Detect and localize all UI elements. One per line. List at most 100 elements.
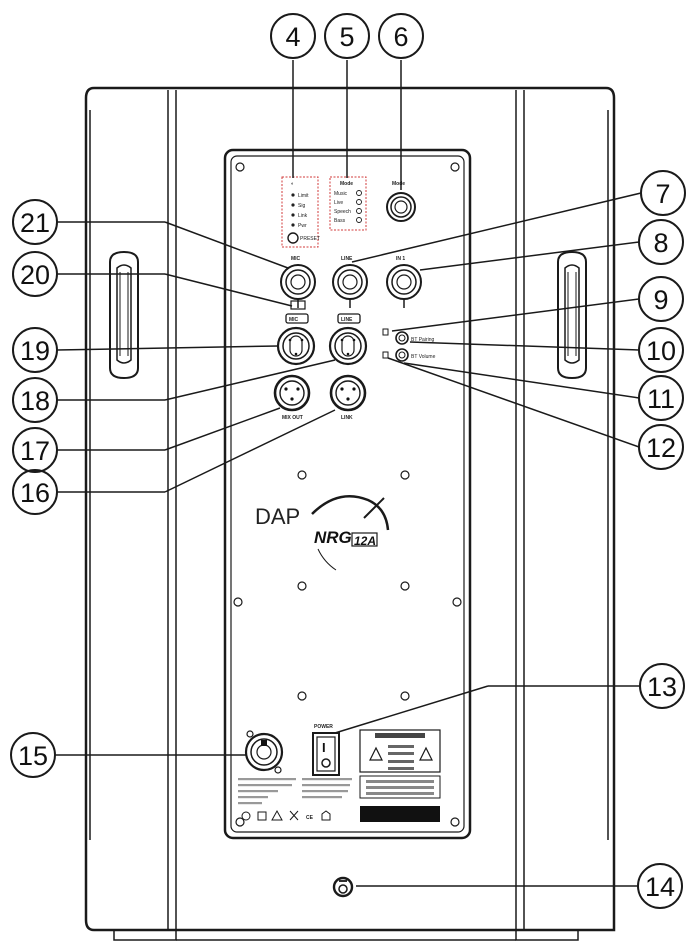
link-xlr[interactable]: LINK <box>329 374 367 421</box>
callout-5: 5 <box>324 13 370 59</box>
callout-21: 21 <box>12 199 58 245</box>
mode-led-music <box>356 190 362 196</box>
led-label-link: Link <box>298 213 308 219</box>
svg-text:18: 18 <box>20 386 50 416</box>
svg-text:17: 17 <box>20 436 50 466</box>
bt-volume-label: BT Volume <box>411 354 436 360</box>
power-label: POWER <box>314 724 333 730</box>
callout-14: 14 <box>637 863 683 909</box>
svg-text:20: 20 <box>20 260 50 290</box>
logo-brand: DAP <box>255 504 300 529</box>
svg-text:6: 6 <box>393 22 408 52</box>
cabinet <box>84 86 616 941</box>
callout-12: 12 <box>638 424 684 470</box>
logo-model: 12A <box>354 534 376 548</box>
led-link <box>291 213 295 217</box>
barcode-label <box>360 806 440 822</box>
led-label-signal: Sig <box>298 203 305 209</box>
led-label-power: Pwr <box>298 223 307 229</box>
power-switch[interactable]: POWER I <box>312 724 340 776</box>
callouts: 4 5 6 7 8 9 10 11 <box>10 13 686 909</box>
mode-label-speech: Speech <box>334 209 351 215</box>
bt-volume-knob[interactable] <box>395 348 409 362</box>
left-handle <box>109 250 139 380</box>
callout-15: 15 <box>10 732 56 778</box>
input1-gain-knob[interactable]: IN 1 <box>386 256 422 308</box>
svg-text:8: 8 <box>653 228 668 258</box>
svg-text:13: 13 <box>647 672 677 702</box>
callout-10: 10 <box>638 327 684 373</box>
callout-20: 20 <box>12 251 58 297</box>
right-handle <box>557 250 587 380</box>
preset-button[interactable] <box>287 232 299 244</box>
svg-text:12: 12 <box>646 433 676 463</box>
mode-led-speech <box>356 208 362 214</box>
mode-indicators: Mode Music Live Speech Bass <box>329 176 367 231</box>
callout-4: 4 <box>270 13 316 59</box>
callout-8: 8 <box>638 219 684 265</box>
svg-text:19: 19 <box>20 336 50 366</box>
mix-out-xlr[interactable]: MIX OUT <box>273 374 311 421</box>
bt-pairing-label: BT Pairing <box>411 337 434 343</box>
bt-pairing-led <box>382 328 389 336</box>
dap-nrg-logo: DAP NRG 12A <box>255 494 390 571</box>
led-label-limit: Limit <box>298 193 309 199</box>
svg-text:14: 14 <box>645 872 675 902</box>
link-label: LINK <box>341 415 353 421</box>
line-combo-label: LINE <box>341 317 353 323</box>
svg-text:4: 4 <box>285 22 300 52</box>
led-power <box>291 223 295 227</box>
input1-knob-label: IN 1 <box>396 256 405 262</box>
svg-text:9: 9 <box>653 285 668 315</box>
bt-volume-led <box>382 351 389 359</box>
mic-gain-knob[interactable]: MIC <box>280 256 316 308</box>
leader-lines <box>55 60 642 887</box>
mix-out-label: MIX OUT <box>282 415 303 421</box>
led-limit <box>291 193 295 197</box>
mic-knob-label: MIC <box>291 256 301 262</box>
mode-label-live: Live <box>334 200 343 206</box>
svg-text:16: 16 <box>20 478 50 508</box>
certification-marks: CE <box>241 809 331 821</box>
bt-pairing-button[interactable] <box>395 331 409 345</box>
led-indicators: ◐ Limit Sig Link Pwr PRESET <box>281 176 320 248</box>
svg-text:21: 21 <box>20 208 50 238</box>
safety-eye-fitting <box>332 876 354 898</box>
svg-text:◐: ◐ <box>291 181 294 187</box>
callout-6: 6 <box>378 13 424 59</box>
callout-19: 19 <box>12 327 58 373</box>
svg-text:CE: CE <box>306 815 314 821</box>
svg-text:10: 10 <box>646 336 676 366</box>
svg-text:5: 5 <box>339 22 354 52</box>
svg-text:11: 11 <box>647 384 675 414</box>
callout-16: 16 <box>12 469 58 515</box>
spec-text-block <box>238 778 352 805</box>
mic-combo-input[interactable]: MIC <box>276 313 316 366</box>
power-on-symbol: I <box>322 740 326 755</box>
mode-knob-label: Mode <box>392 181 405 187</box>
bluetooth-controls: BT Pairing BT Volume <box>382 328 436 362</box>
callout-13: 13 <box>639 663 685 709</box>
callout-11: 11 <box>638 375 684 421</box>
line-knob-label: LINE <box>341 256 353 262</box>
mode-label-bass: Bass <box>334 218 346 224</box>
callout-9: 9 <box>638 276 684 322</box>
callout-17: 17 <box>12 427 58 473</box>
line-gain-knob[interactable]: LINE <box>332 256 368 308</box>
line-combo-input[interactable]: LINE <box>328 313 368 366</box>
mic-combo-label: MIC <box>289 317 299 323</box>
mode-title: Mode <box>340 181 353 187</box>
power-off-symbol <box>321 758 331 768</box>
powercon-input[interactable] <box>244 730 284 774</box>
logo-product: NRG <box>314 528 352 547</box>
callout-18: 18 <box>12 377 58 423</box>
mode-label-music: Music <box>334 191 348 197</box>
mode-knob[interactable]: Mode <box>386 181 416 222</box>
svg-text:15: 15 <box>18 741 48 771</box>
mode-led-bass <box>356 217 362 223</box>
preset-label: PRESET <box>300 236 320 242</box>
callout-7: 7 <box>640 170 686 216</box>
led-signal <box>291 203 295 207</box>
